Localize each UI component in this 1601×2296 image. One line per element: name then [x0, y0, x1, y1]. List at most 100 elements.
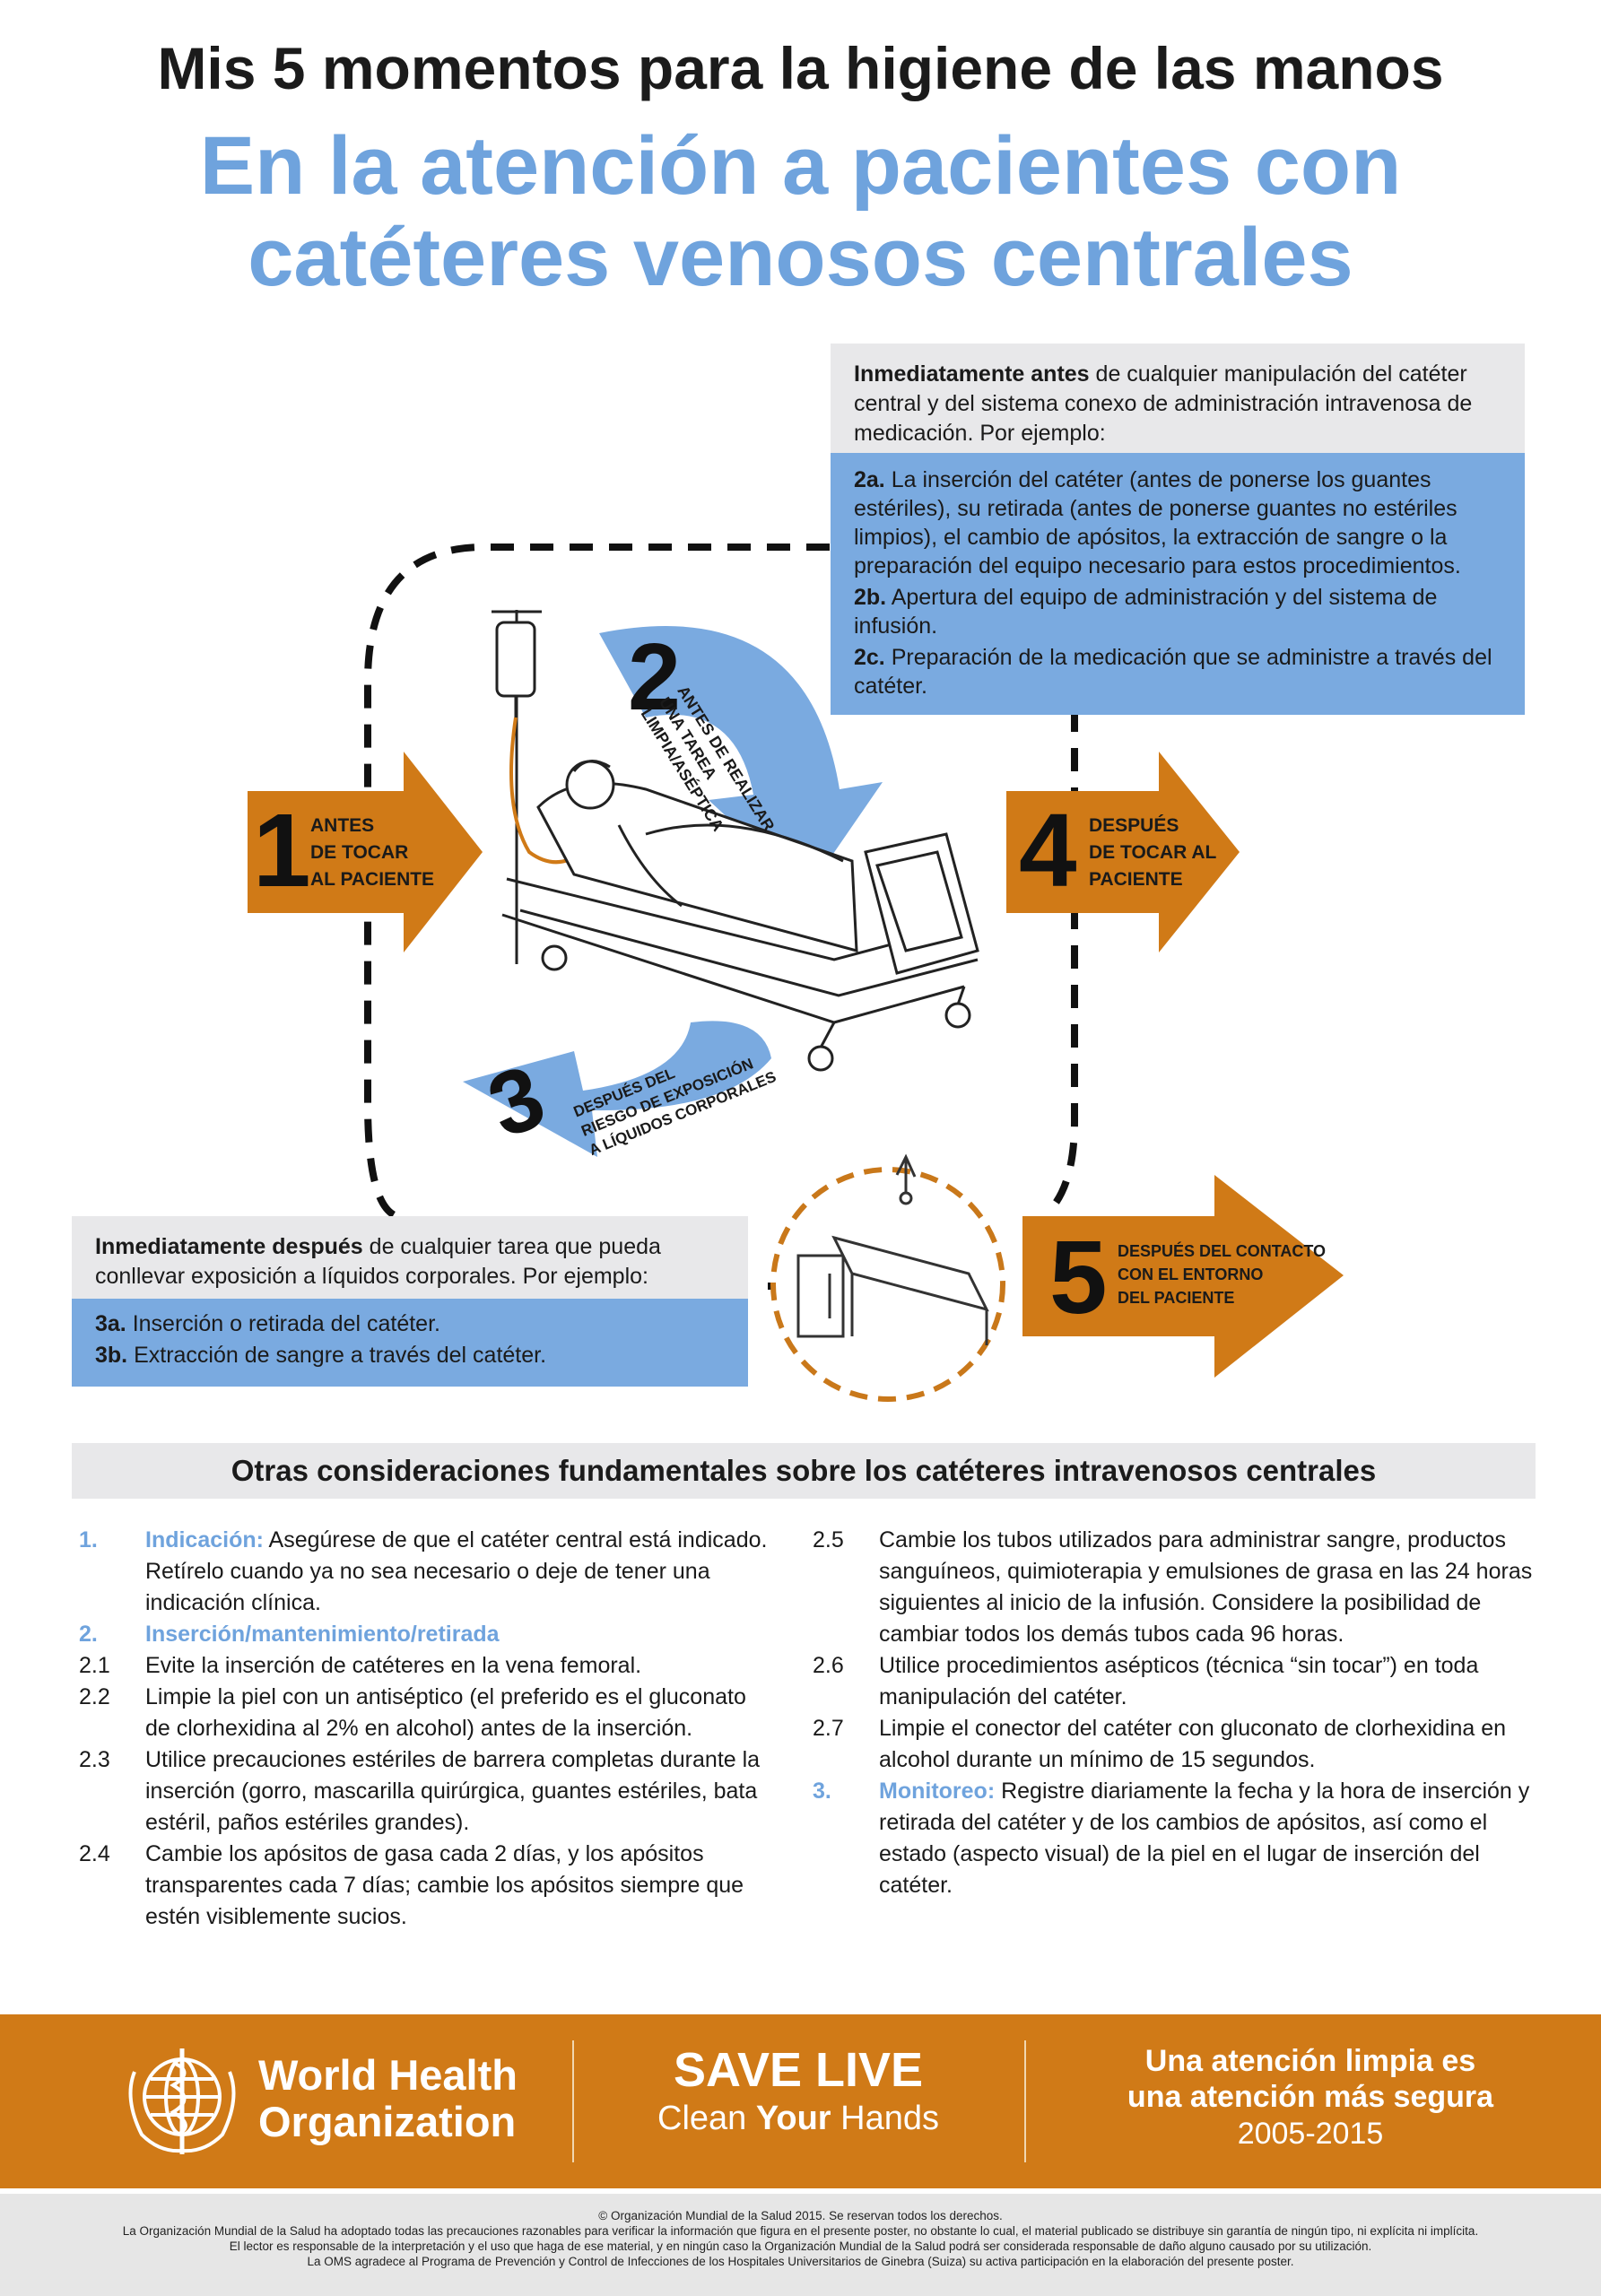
- patient-zone-dashed-line-right: [1046, 709, 1078, 1213]
- moment-3-intro-bold: Inmediatamente después: [95, 1234, 363, 1259]
- patient-zone-dashed-line: [364, 544, 830, 1219]
- subtitle-line-1: En la atención a pacientes con: [199, 120, 1402, 212]
- consideration-item: 2.3 Utilice precauciones estériles de bar…: [79, 1744, 770, 1839]
- slogan-block: Una atención limpia es una atención más …: [1028, 2043, 1593, 2152]
- moment-4-label-line-3: PACIENTE: [1089, 869, 1183, 890]
- moment-2-intro-bold: Inmediatamente antes: [854, 361, 1090, 387]
- consideration-item: 2.6 Utilice procedimientos asépticos (téc…: [813, 1650, 1539, 1713]
- consideration-item: 2.5 Cambie los tubos utilizados para admi…: [813, 1525, 1539, 1650]
- example-3b-code: 3b.: [95, 1343, 128, 1368]
- consideration-text: Registre diariamente la fecha y la hora …: [879, 1779, 1530, 1898]
- moment-3-intro-text: de cualquier tarea que pueda conllevar e…: [95, 1234, 661, 1289]
- footer-divider: [1024, 2040, 1026, 2162]
- moment-5-label-line-2: CON EL ENTORNO: [1118, 1265, 1264, 1283]
- who-name-line-1: World Health: [258, 2051, 518, 2099]
- moment-5-label-line-1: DESPUÉS DEL CONTACTO: [1118, 1242, 1327, 1260]
- footer-divider: [572, 2040, 574, 2162]
- moment-2-intro-text: de cualquier manipulación del catéter ce…: [854, 361, 1473, 446]
- consideration-text: Evite la inserción de catéteres en la ve…: [145, 1653, 642, 1678]
- consideration-number: 2.: [79, 1622, 98, 1647]
- who-name: World Health Organization: [258, 2052, 518, 2145]
- consideration-label: Monitoreo:: [879, 1779, 996, 1804]
- moment-2-examples-box: 2a. La inserción del catéter (antes de p…: [831, 453, 1525, 715]
- moment-3-examples-box: 3a. Inserción o retirada del catéter. 3b…: [72, 1299, 748, 1387]
- consideration-number: 3.: [813, 1779, 831, 1804]
- example-2b: 2b. Apertura del equipo de administració…: [854, 583, 1501, 640]
- moment-2-intro-box: Inmediatamente antes de cualquier manipu…: [831, 344, 1525, 453]
- moment-2-number: 2: [628, 624, 681, 730]
- consideration-text: Cambie los tubos utilizados para adminis…: [879, 1527, 1533, 1647]
- example-2a-text: La inserción del catéter (antes de poner…: [854, 467, 1461, 578]
- consideration-item: 1. Indicación: Asegúrese de que el catéte…: [79, 1525, 770, 1619]
- empty-bed-illustration: [796, 1153, 989, 1345]
- considerations-left-column: 1. Indicación: Asegúrese de que el catéte…: [79, 1525, 770, 1933]
- campaign-subtitle-part-2: Your: [755, 2100, 831, 2137]
- moment-4-arrow: [1006, 752, 1240, 952]
- moment-4-label-line-1: DESPUÉS: [1089, 815, 1179, 836]
- consideration-text: Utilice procedimientos asépticos (técnic…: [879, 1653, 1479, 1709]
- page-title: Mis 5 momentos para la higiene de las ma…: [157, 35, 1444, 101]
- example-2b-code: 2b.: [854, 585, 887, 610]
- consideration-number: 1.: [79, 1527, 98, 1552]
- copyright-line-2: La Organización Mundial de la Salud ha a…: [122, 2224, 1479, 2238]
- campaign-subtitle: Clean Your Hands: [574, 2099, 1022, 2138]
- example-2b-text: Apertura del equipo de administración y …: [854, 585, 1438, 639]
- moment-1-label-line-3: AL PACIENTE: [310, 869, 435, 890]
- example-3a-text: Inserción o retirada del catéter.: [126, 1311, 440, 1336]
- moment-4-label: DESPUÉS DE TOCAR AL PACIENTE: [1089, 813, 1216, 893]
- consideration-text: Utilice precauciones estériles de barrer…: [145, 1747, 761, 1835]
- copyright-line-3: El lector es responsable de la interpret…: [229, 2239, 1372, 2253]
- copyright-line-1: © Organización Mundial de la Salud 2015.…: [598, 2209, 1003, 2222]
- example-2c-text: Preparación de la medicación que se admi…: [854, 645, 1492, 699]
- consideration-label: Indicación:: [145, 1527, 264, 1552]
- consideration-number: 2.1: [79, 1653, 110, 1678]
- subtitle-line-2: catéteres venosos centrales: [248, 212, 1353, 303]
- consideration-item: 2.1 Evite la inserción de catéteres en la…: [79, 1650, 770, 1682]
- copyright-line-4: La OMS agradece al Programa de Prevenció…: [307, 2255, 1294, 2268]
- moment-5-number: 5: [1049, 1219, 1108, 1335]
- consideration-number: 2.4: [79, 1841, 110, 1866]
- consideration-text: Cambie los apósitos de gasa cada 2 días,…: [145, 1841, 744, 1929]
- consideration-text: Asegúrese de que el catéter central está…: [145, 1527, 768, 1615]
- moment-1-label-line-1: ANTES: [310, 815, 375, 836]
- considerations-right-column: 2.5 Cambie los tubos utilizados para admi…: [813, 1525, 1539, 1901]
- example-3b: 3b. Extracción de sangre a través del ca…: [95, 1341, 725, 1370]
- footer-band: [0, 2014, 1601, 2188]
- example-2c-code: 2c.: [854, 645, 885, 670]
- example-3a: 3a. Inserción o retirada del catéter.: [95, 1309, 725, 1338]
- consideration-item: 2.Inserción/mantenimiento/retirada: [79, 1619, 770, 1650]
- example-2a: 2a. La inserción del catéter (antes de p…: [854, 465, 1501, 580]
- five-moments-illustration: [248, 544, 1344, 1402]
- moment-5-label: DESPUÉS DEL CONTACTO CON EL ENTORNO DEL …: [1118, 1239, 1326, 1309]
- slogan-line-1: Una atención limpia es: [1144, 2044, 1476, 2078]
- campaign-subtitle-part-1: Clean: [657, 2100, 756, 2137]
- moment-4-number: 4: [1019, 792, 1077, 909]
- consideration-text: Limpie la piel con un antiséptico (el pr…: [145, 1684, 746, 1741]
- example-2c: 2c. Preparación de la medicación que se …: [854, 643, 1501, 700]
- moment-3-arrow: [463, 1021, 771, 1157]
- consideration-text: Limpie el conector del catéter con gluco…: [879, 1716, 1507, 1772]
- consideration-number: 2.6: [813, 1653, 844, 1678]
- example-3a-code: 3a.: [95, 1311, 126, 1336]
- slogan-years: 2005-2015: [1237, 2117, 1384, 2151]
- consideration-item: 3. Monitoreo: Registre diariamente la fec…: [813, 1776, 1539, 1901]
- moment-1-arrow: [248, 752, 483, 952]
- moment-1-label-line-2: DE TOCAR: [310, 842, 409, 863]
- campaign-subtitle-part-3: Hands: [831, 2100, 939, 2137]
- copyright-notice: © Organización Mundial de la Salud 2015.…: [0, 2194, 1601, 2296]
- consideration-number: 2.5: [813, 1527, 844, 1552]
- moment-4-label-line-2: DE TOCAR AL: [1089, 842, 1217, 863]
- campaign-block: SAVE LIVE Clean Your Hands: [574, 2041, 1022, 2138]
- consideration-number: 2.3: [79, 1747, 110, 1772]
- who-name-line-2: Organization: [258, 2098, 517, 2145]
- moment-1-label: ANTES DE TOCAR AL PACIENTE: [310, 813, 434, 893]
- campaign-title: SAVE LIVE: [673, 2043, 924, 2097]
- moment-5-arrow: [1022, 1175, 1344, 1378]
- moment-2-arrow: [599, 626, 883, 891]
- consideration-item: 2.4 Cambie los apósitos de gasa cada 2 dí…: [79, 1839, 770, 1933]
- moment-1-number: 1: [253, 792, 311, 909]
- moment-5-label-line-3: DEL PACIENTE: [1118, 1289, 1235, 1307]
- example-3b-text: Extracción de sangre a través del catéte…: [127, 1343, 547, 1368]
